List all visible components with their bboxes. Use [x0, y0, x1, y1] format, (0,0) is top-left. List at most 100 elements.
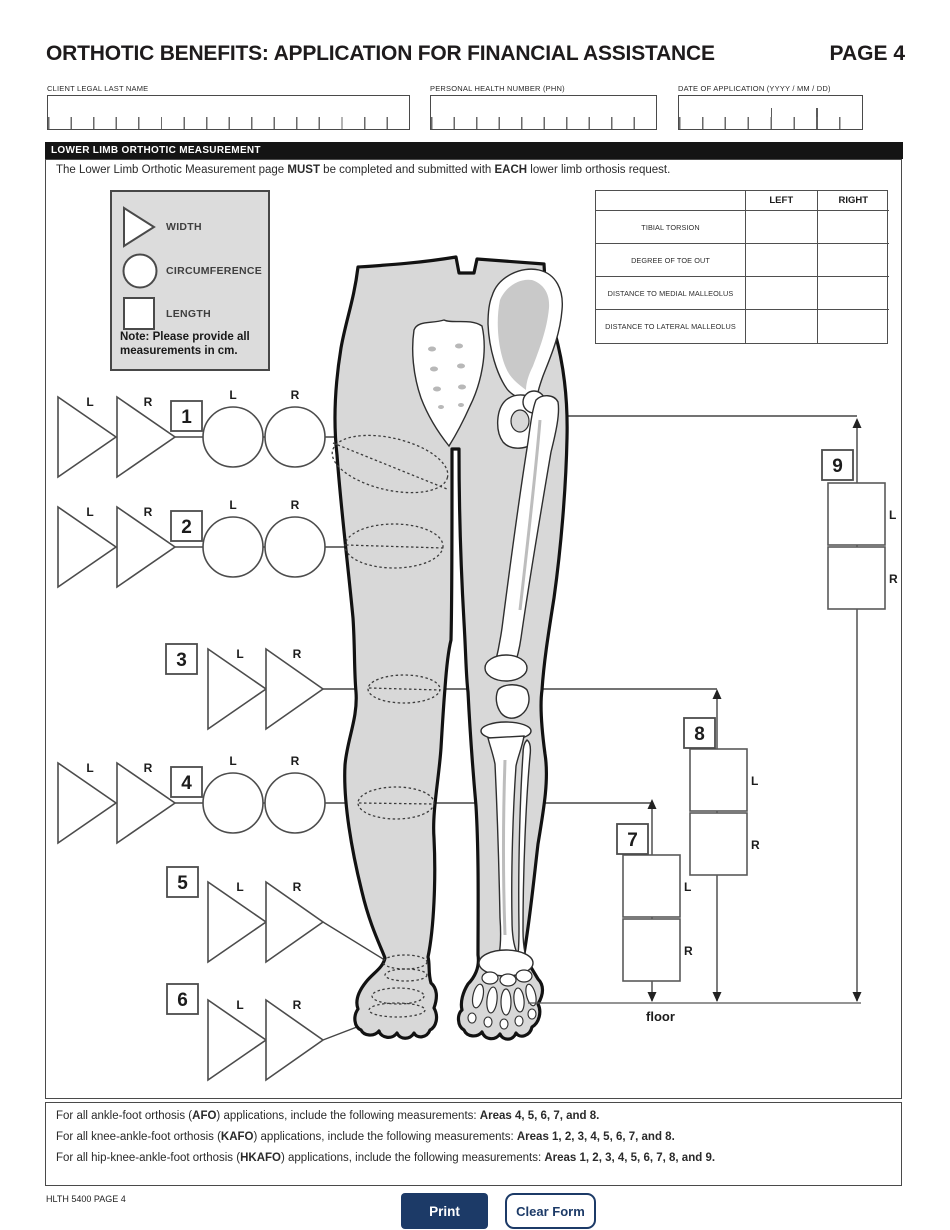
measurement-section: [45, 159, 902, 1099]
length-input-7-right[interactable]: [622, 918, 681, 982]
width-input-5-right[interactable]: [265, 880, 325, 964]
page-title: ORTHOTIC BENEFITS: APPLICATION FOR FINAN…: [46, 42, 715, 65]
circumference-circle-icon: [122, 252, 166, 290]
width-input-6-left[interactable]: [207, 998, 268, 1082]
legend-box: WIDTH CIRCUMFERENCE LENGTH Note: Please …: [110, 190, 270, 371]
lr-label: L: [236, 998, 243, 1012]
width-input-1-left[interactable]: [57, 395, 118, 479]
length-input-8-right[interactable]: [689, 812, 748, 876]
lr-label: L: [236, 647, 243, 661]
torsion-row-label: DISTANCE TO LATERAL MALLEOLUS: [596, 310, 746, 343]
lr-label: R: [144, 395, 153, 409]
client-name-field[interactable]: [47, 95, 410, 130]
lr-label: L: [229, 498, 236, 512]
width-input-4-left[interactable]: [57, 761, 118, 845]
area-9-box: [821, 449, 854, 481]
width-input-2-left[interactable]: [57, 505, 118, 589]
length-input-9-left[interactable]: [827, 482, 886, 546]
legend-width-row: WIDTH: [122, 206, 202, 248]
circumference-input-2-right[interactable]: [264, 516, 326, 578]
torsion-cell-right-2[interactable]: [817, 277, 889, 310]
circumference-input-1-left[interactable]: [202, 406, 264, 468]
lr-label: L: [236, 880, 243, 894]
circumference-input-2-left[interactable]: [202, 516, 264, 578]
circumference-markers: [331, 434, 449, 1018]
circumference-input-1-right[interactable]: [264, 406, 326, 468]
area-8-number: 8: [694, 724, 705, 745]
width-input-1-right[interactable]: [116, 395, 177, 479]
dimension-arrowheads: [647, 418, 862, 1002]
torsion-cell-left-3[interactable]: [746, 310, 818, 343]
lr-label: L: [889, 508, 896, 522]
torsion-row-label: TIBIAL TORSION: [596, 211, 746, 244]
torsion-table: LEFT RIGHT TIBIAL TORSION DEGREE OF TOE …: [595, 190, 889, 344]
date-label: DATE OF APPLICATION (YYYY / MM / DD): [678, 84, 831, 93]
area-6-number: 6: [177, 990, 188, 1011]
torsion-cell-left-2[interactable]: [746, 277, 818, 310]
legend-circumference-row: CIRCUMFERENCE: [122, 252, 262, 290]
note-afo: For all ankle-foot orthosis (AFO) applic…: [56, 1110, 600, 1122]
circumference-input-4-right[interactable]: [264, 772, 326, 834]
torsion-right-header: RIGHT: [817, 191, 889, 211]
circumference-input-4-left[interactable]: [202, 772, 264, 834]
area-3-number: 3: [176, 650, 187, 671]
area-7-box: [616, 823, 649, 855]
lr-label: L: [751, 774, 758, 788]
lr-label: R: [144, 761, 153, 775]
width-input-3-right[interactable]: [265, 647, 325, 731]
torsion-corner-cell: [596, 191, 746, 211]
area-4-box: [170, 766, 203, 798]
width-input-6-right[interactable]: [265, 998, 325, 1082]
length-input-7-left[interactable]: [622, 854, 681, 918]
length-input-9-right[interactable]: [827, 546, 886, 610]
lr-label: R: [144, 505, 153, 519]
width-input-5-left[interactable]: [207, 880, 268, 964]
date-separator-tick: [816, 108, 818, 129]
lr-label: R: [291, 498, 300, 512]
floor-label: floor: [646, 1009, 675, 1024]
lr-label: L: [229, 388, 236, 402]
date-separator-tick: [770, 108, 772, 129]
section-header: LOWER LIMB ORTHOTIC MEASUREMENT: [45, 142, 903, 159]
measurement-diagram: floor 1 2 3 4 5 6 7 8 9 L R L R L R L R …: [57, 255, 898, 1082]
lr-label: L: [684, 880, 691, 894]
print-button[interactable]: Print: [401, 1193, 488, 1229]
width-input-2-right[interactable]: [116, 505, 177, 589]
lr-label: R: [291, 388, 300, 402]
legend-circumference-label: CIRCUMFERENCE: [166, 265, 263, 277]
date-field[interactable]: [678, 95, 863, 130]
lr-label: R: [293, 880, 302, 894]
legend-length-row: LENGTH: [122, 296, 211, 332]
area-2-box: [170, 510, 203, 542]
clear-form-button[interactable]: Clear Form: [505, 1193, 596, 1229]
length-square-icon: [122, 296, 166, 332]
area-1-box: [170, 400, 203, 432]
legend-length-label: LENGTH: [166, 308, 211, 320]
torsion-cell-right-0[interactable]: [817, 211, 889, 244]
lr-label: R: [751, 838, 760, 852]
lr-label: R: [684, 944, 693, 958]
lr-label: R: [293, 998, 302, 1012]
area-5-box: [166, 866, 199, 898]
lr-label: R: [293, 647, 302, 661]
width-triangle-icon: [122, 206, 166, 248]
phn-label: PERSONAL HEALTH NUMBER (PHN): [430, 84, 565, 93]
torsion-cell-left-1[interactable]: [746, 244, 818, 277]
note-hkafo: For all hip-knee-ankle-foot orthosis (HK…: [56, 1152, 716, 1164]
length-input-8-left[interactable]: [689, 748, 748, 812]
legend-note: Note: Please provide all measurements in…: [120, 331, 250, 358]
area-1-number: 1: [181, 407, 192, 428]
phn-field[interactable]: [430, 95, 657, 130]
area-9-number: 9: [832, 456, 843, 477]
lr-label: L: [229, 754, 236, 768]
width-input-4-right[interactable]: [116, 761, 177, 845]
area-3-box: [165, 643, 198, 675]
torsion-row-label: DEGREE OF TOE OUT: [596, 244, 746, 277]
area-5-number: 5: [177, 873, 188, 894]
torsion-cell-right-1[interactable]: [817, 244, 889, 277]
lr-label: R: [291, 754, 300, 768]
area-8-box: [683, 717, 716, 749]
area-4-number: 4: [181, 773, 192, 794]
torsion-cell-left-0[interactable]: [746, 211, 818, 244]
width-input-3-left[interactable]: [207, 647, 268, 731]
